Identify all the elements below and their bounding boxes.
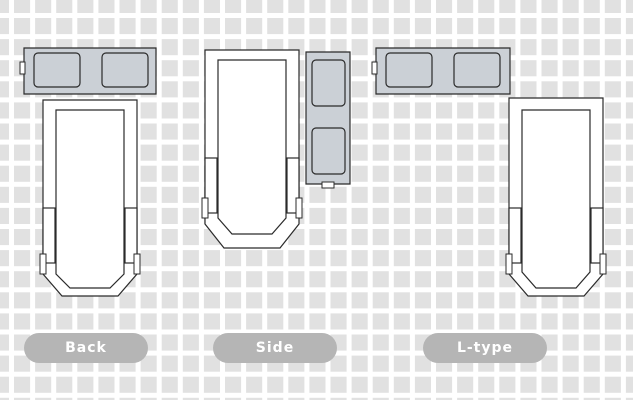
grid-line-vertical [304, 0, 310, 400]
grid-line-vertical [367, 0, 373, 400]
grid-line-horizontal [0, 287, 633, 293]
grid-line-vertical [9, 0, 14, 400]
grid-line-horizontal [0, 245, 633, 251]
bed-back [39, 99, 141, 297]
grid-line-vertical [30, 0, 36, 400]
pad-side [305, 51, 351, 189]
layout-label-l-type: L-type [423, 333, 547, 363]
grid-line-horizontal [0, 202, 633, 208]
grid-line-vertical [346, 0, 352, 400]
grid-line-vertical [452, 0, 458, 400]
grid-line-vertical [620, 0, 626, 400]
grid-line-horizontal [0, 329, 633, 335]
grid-line-vertical [156, 0, 162, 400]
grid-line-vertical [135, 0, 141, 400]
grid-line-horizontal [0, 34, 633, 40]
grid-line-horizontal [0, 224, 633, 229]
pad-l-type [371, 47, 511, 95]
grid-line-vertical [198, 0, 204, 400]
grid-line-horizontal [0, 392, 633, 398]
grid-line-vertical [431, 0, 436, 400]
grid-line-horizontal [0, 266, 633, 272]
grid-line-horizontal [0, 308, 633, 314]
grid-line-vertical [325, 0, 331, 400]
bed-side [201, 49, 303, 249]
grid-line-vertical [177, 0, 183, 400]
bed-l-type [505, 97, 607, 297]
grid-line-vertical [494, 0, 500, 400]
grid-line-vertical [388, 0, 394, 400]
grid-line-horizontal [0, 13, 633, 18]
layout-label-side: Side [213, 333, 337, 363]
layout-label-back: Back [24, 333, 148, 363]
grid-line-vertical [409, 0, 415, 400]
pad-back [19, 47, 157, 95]
grid-line-horizontal [0, 371, 633, 377]
grid-line-vertical [473, 0, 479, 400]
